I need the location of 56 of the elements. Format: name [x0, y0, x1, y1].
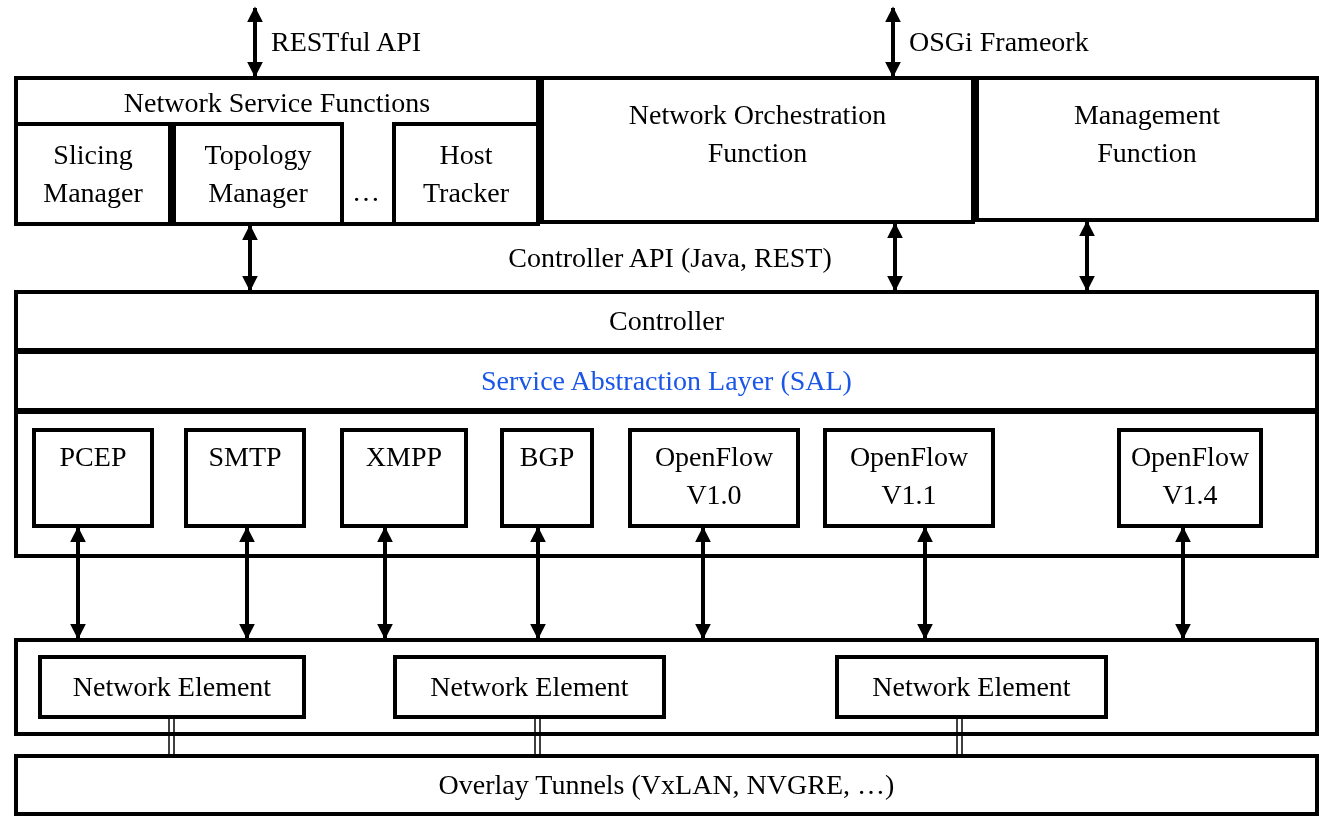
node-text: OpenFlow V1.0 — [653, 440, 775, 512]
node-text: Network Element — [872, 670, 1071, 704]
module-box — [18, 122, 172, 222]
module-box — [392, 122, 536, 222]
double-headed-arrow — [242, 224, 258, 292]
double-headed-arrow — [887, 222, 903, 292]
layer-band — [14, 410, 1319, 558]
interface-label: Controller API (Java, REST) — [508, 241, 832, 275]
double-headed-arrow — [247, 6, 263, 78]
node-text: BGP — [519, 440, 575, 474]
node-text: Topology Manager — [203, 138, 313, 210]
node-text: Service Abstraction Layer (SAL) — [481, 364, 852, 398]
element-box — [393, 655, 666, 719]
protocol-box — [823, 428, 995, 528]
double-headed-arrow — [917, 526, 933, 640]
node-text: Host Tracker — [421, 138, 511, 210]
function-box — [975, 76, 1319, 222]
node-text: Controller — [608, 304, 725, 338]
node-text: SMTP — [208, 440, 282, 474]
element-box — [38, 655, 306, 719]
layer-band — [14, 350, 1319, 412]
element-box — [835, 655, 1108, 719]
protocol-box — [628, 428, 800, 528]
node-text: Slicing Manager — [42, 138, 144, 210]
double-headed-arrow — [377, 526, 393, 640]
function-group-box — [14, 76, 540, 226]
layer-band — [14, 754, 1319, 816]
node-text: OpenFlow V1.4 — [1129, 440, 1251, 512]
node-text: Network Element — [430, 670, 629, 704]
node-text: Network Orchestration Function — [627, 98, 888, 170]
node-text: Network Element — [72, 670, 272, 704]
protocol-box — [184, 428, 306, 528]
protocol-box — [1117, 428, 1263, 528]
layer-band — [14, 290, 1319, 352]
double-line — [534, 718, 541, 755]
node-text: OpenFlow V1.1 — [848, 440, 970, 512]
double-headed-arrow — [239, 526, 255, 640]
double-headed-arrow — [530, 526, 546, 640]
double-line — [168, 718, 175, 755]
protocol-box — [32, 428, 154, 528]
layer-band — [14, 638, 1319, 736]
protocol-box — [500, 428, 594, 528]
double-headed-arrow — [70, 526, 86, 640]
double-headed-arrow — [885, 6, 901, 78]
node-text: Management Function — [1072, 98, 1222, 170]
double-headed-arrow — [1079, 220, 1095, 292]
node-text: Overlay Tunnels (VxLAN, NVGRE, …) — [438, 768, 895, 802]
protocol-box — [340, 428, 468, 528]
double-line — [956, 718, 963, 755]
node-text: XMPP — [365, 440, 443, 474]
double-headed-arrow — [695, 526, 711, 640]
node-text: PCEP — [59, 440, 127, 474]
double-headed-arrow — [1175, 526, 1191, 640]
ellipsis-text: … — [352, 175, 380, 209]
node-text: Network Service Functions — [123, 86, 431, 120]
module-box — [172, 122, 344, 222]
